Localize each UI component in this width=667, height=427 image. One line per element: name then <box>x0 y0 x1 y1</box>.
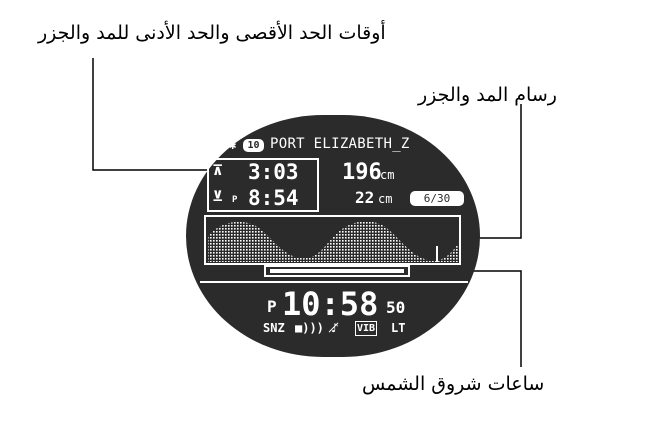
city-name: PORT ELIZABETH_Z <box>270 136 410 152</box>
bluetooth-icon: ✱ <box>229 138 237 152</box>
tide-now-marker <box>436 246 438 262</box>
low-tide-unit: cm <box>378 192 393 206</box>
tide-times-callout: أوقات الحد الأقصى والحد الأدنى للمد والج… <box>38 22 386 44</box>
current-time: 10:58 <box>282 285 379 323</box>
tide-times-box <box>207 158 319 212</box>
high-tide-icon: ⊼ <box>212 163 224 179</box>
tide-graph-callout: رسام المد والجزر <box>418 84 557 106</box>
vibration-indicator: VIB <box>355 321 378 336</box>
low-tide-icon: ⊻ <box>212 189 224 205</box>
sunrise-bar <box>264 265 410 277</box>
low-tide-period: P <box>232 195 238 205</box>
low-tide-height: 22 <box>355 188 375 207</box>
tide-graph-box <box>204 215 461 265</box>
divider <box>200 281 468 283</box>
high-tide-height: 196 <box>342 160 382 185</box>
time-period: P <box>267 297 277 316</box>
tide-times-leader <box>92 58 207 171</box>
bell-slash-icon: ♪̸ <box>331 321 339 335</box>
sunrise-hours-callout: ساعات شروق الشمس <box>362 373 545 395</box>
alarm-indicator: ■))) <box>295 321 324 335</box>
high-tide-unit: cm <box>380 168 395 182</box>
day-badge: 10 <box>243 139 264 152</box>
tide-graph-leader <box>461 104 522 239</box>
snooze-indicator: SNZ <box>263 321 285 335</box>
high-tide-time: 3:03 <box>248 160 299 184</box>
light-indicator: LT <box>391 321 406 335</box>
sunrise-bar-fill <box>270 269 404 273</box>
current-seconds: 50 <box>386 298 406 317</box>
low-tide-time: 8:54 <box>248 186 299 210</box>
date-badge: 6/30 <box>410 191 464 206</box>
tide-curve <box>208 221 458 262</box>
